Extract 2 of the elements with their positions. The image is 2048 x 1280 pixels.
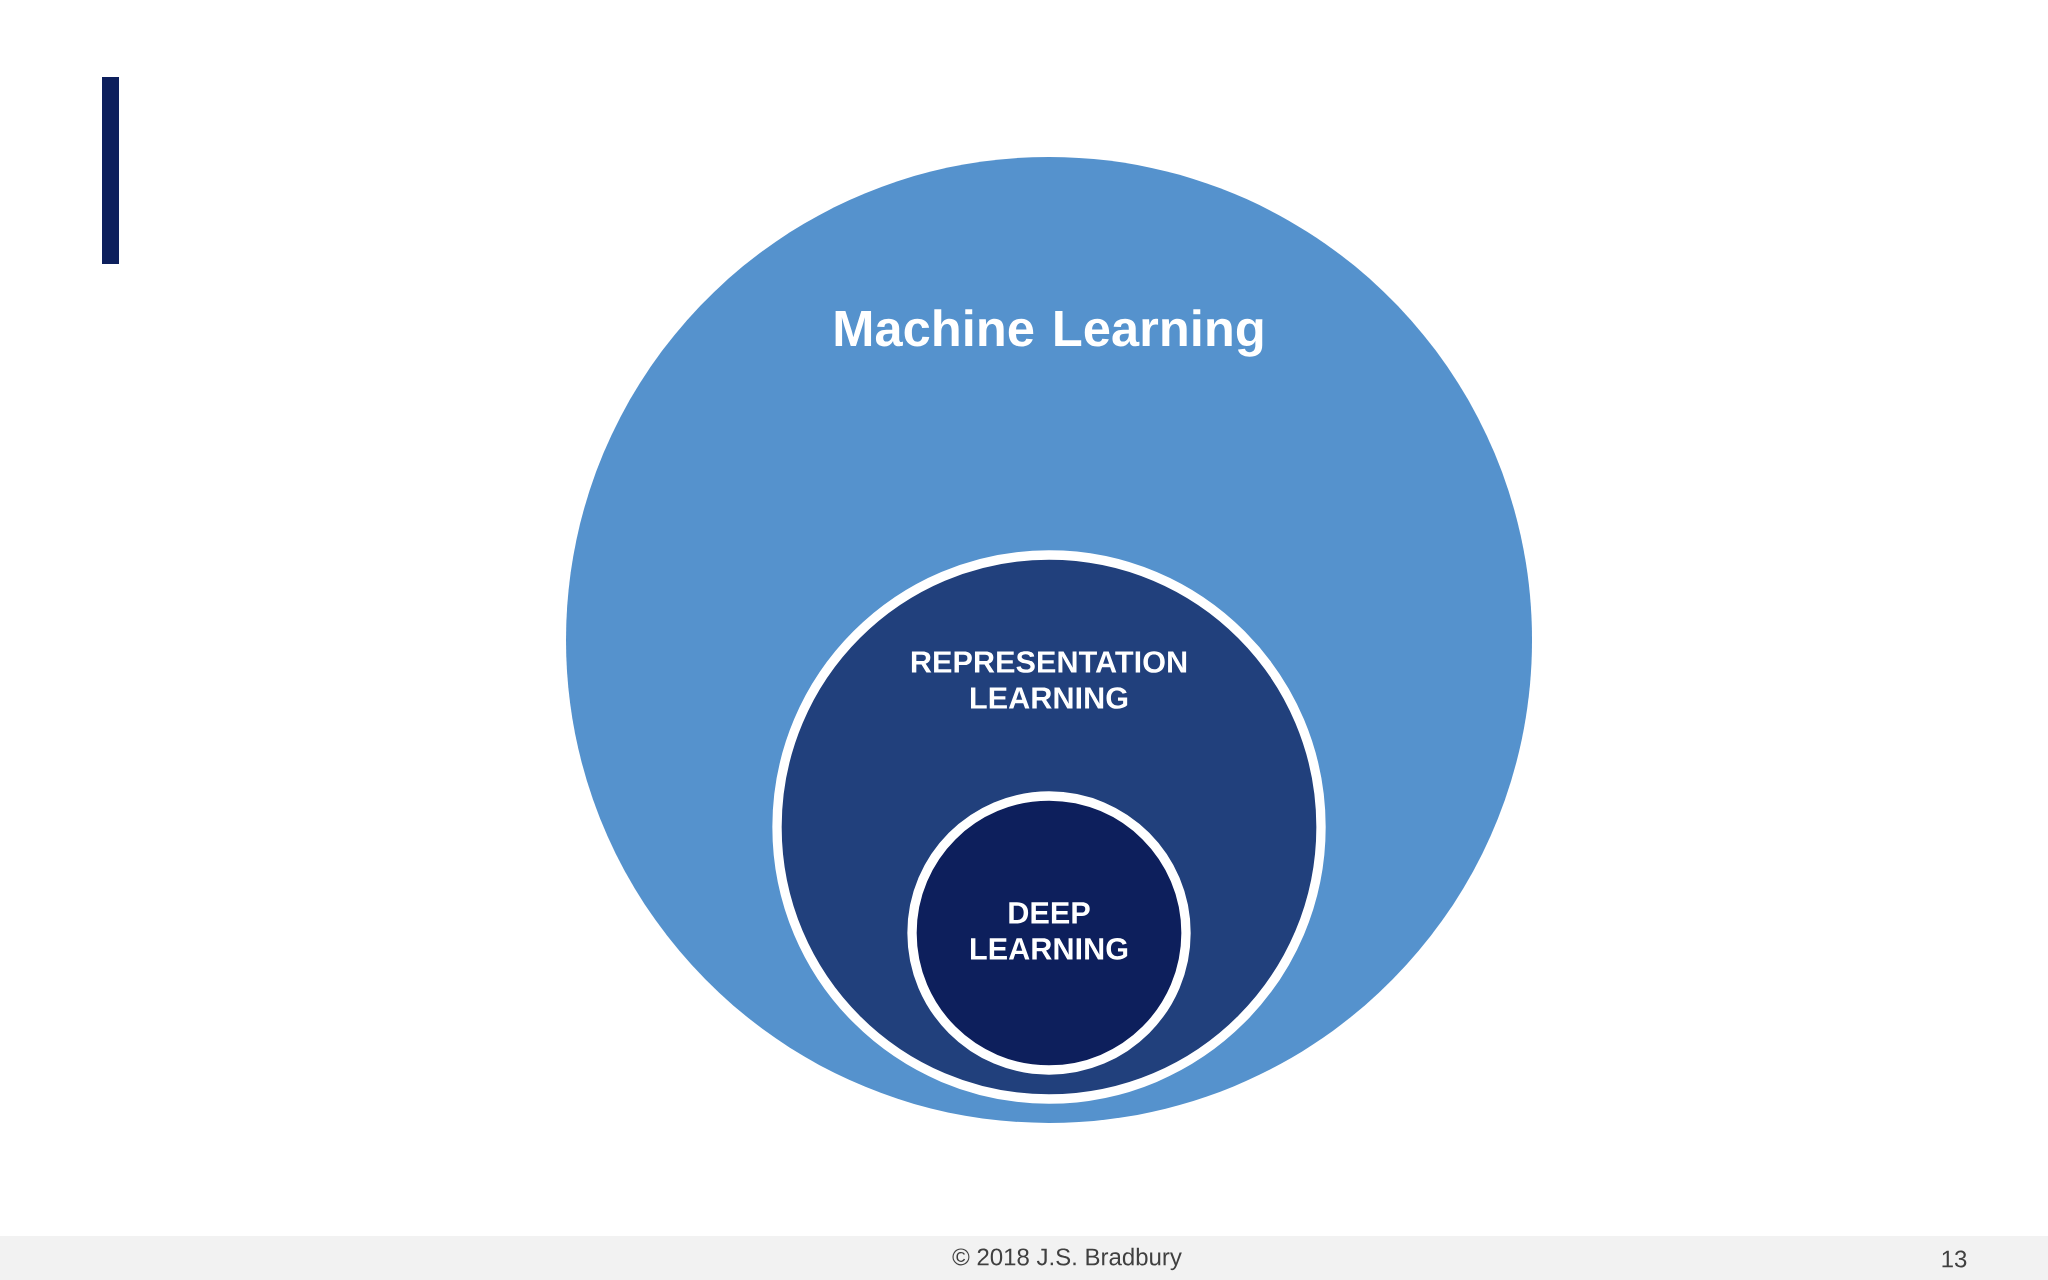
page-number: 13 (1942, 1250, 1967, 1268)
copyright-note: © 2018 J.S. Bradbury (952, 1247, 1182, 1271)
